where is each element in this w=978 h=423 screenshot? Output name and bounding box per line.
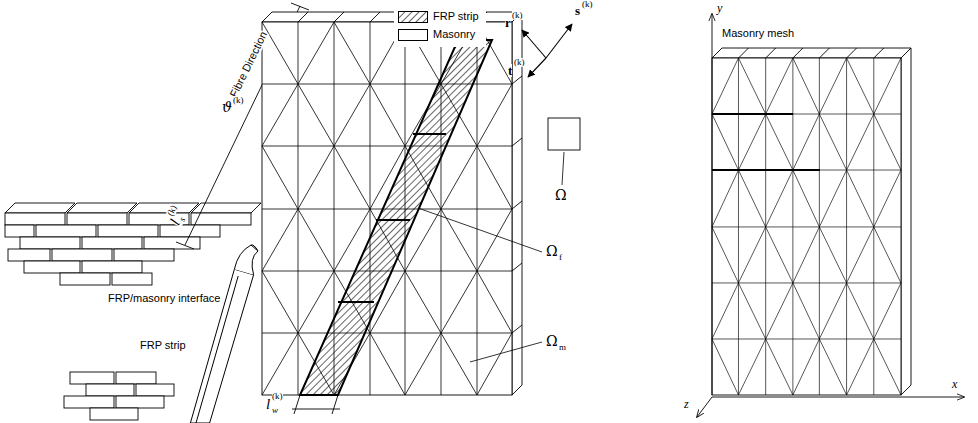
domain-symbol-label: Ω xyxy=(546,334,558,348)
part-label: (k) xyxy=(582,0,593,9)
part-label: (k) xyxy=(272,392,283,401)
part-label: (k) xyxy=(166,204,179,217)
fibre-direction-label: Fibre Direction xyxy=(228,28,272,100)
frp-strip-region xyxy=(300,40,492,395)
frp-strip-sketch xyxy=(190,245,258,423)
legend-swatch xyxy=(398,29,428,41)
mesh-bold-line xyxy=(712,114,820,170)
part-label: Masonry mesh xyxy=(722,28,794,39)
legend-label: FRP strip xyxy=(433,11,479,22)
part-label: (k) xyxy=(233,96,244,105)
part-label: t xyxy=(508,64,512,77)
part-label: FRP strip xyxy=(140,340,186,351)
part-label: f xyxy=(559,253,562,262)
part-label: FRP/masonry interface xyxy=(108,293,220,304)
strip-elements xyxy=(338,134,446,302)
leader-line xyxy=(418,152,564,362)
part-label: Fibre Direction xyxy=(228,30,269,99)
fe-mesh xyxy=(712,58,901,395)
part-label: w xyxy=(272,406,278,415)
domain-symbol-label: Ω xyxy=(555,188,567,202)
part-label: y xyxy=(717,2,722,14)
part-label: s xyxy=(575,4,580,17)
part-label: m xyxy=(559,343,566,352)
domain-symbol-label: ϑ xyxy=(222,100,232,114)
fe-mesh xyxy=(262,22,512,395)
masonry-block xyxy=(262,12,522,395)
part-label: (k) xyxy=(512,11,523,20)
part-label: x xyxy=(952,378,957,390)
masonry-mesh-block xyxy=(712,48,911,395)
local-axes xyxy=(522,24,572,77)
part-label: l xyxy=(266,397,270,412)
part-label: z xyxy=(684,398,689,410)
legend-label: Masonry xyxy=(433,29,475,40)
part-label: r xyxy=(505,16,511,29)
domain-symbol xyxy=(548,118,580,150)
dimension-line xyxy=(292,395,340,414)
domain-symbol-label: Ω xyxy=(546,244,558,258)
legend-swatch xyxy=(398,11,428,23)
strip-length-label: l(k)s xyxy=(163,203,192,230)
coordinate-axes xyxy=(697,14,964,417)
part-label: (k) xyxy=(514,58,525,67)
legend-ground xyxy=(394,5,486,47)
